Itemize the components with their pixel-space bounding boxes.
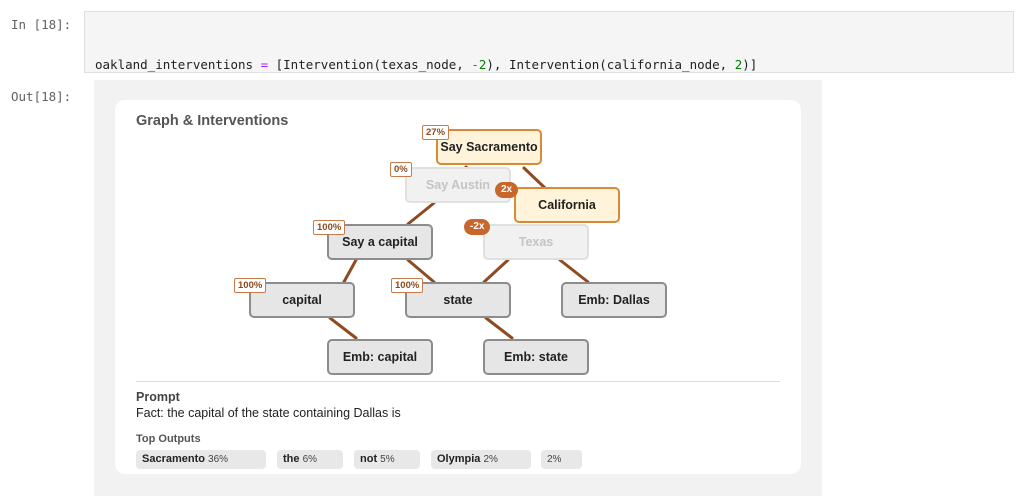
- code-token: )]: [742, 57, 758, 72]
- output-token: Sacramento: [142, 453, 205, 465]
- node-california[interactable]: California: [514, 187, 620, 223]
- output-prob: 2%: [547, 454, 562, 465]
- pct-badge-say-sacramento: 27%: [422, 125, 450, 140]
- node-label: California: [538, 198, 596, 212]
- output-chip[interactable]: Sacramento 36%: [136, 450, 266, 469]
- code-token: 2: [478, 57, 487, 72]
- section-divider: [136, 381, 780, 382]
- node-texas[interactable]: Texas: [483, 224, 589, 260]
- output-prob: 6%: [302, 454, 318, 465]
- output-prob: 5%: [380, 454, 395, 465]
- output-chip[interactable]: 2%: [541, 450, 582, 469]
- output-prob: 36%: [208, 454, 229, 465]
- code-token: oakland_interventions: [95, 57, 261, 72]
- node-emb-capital[interactable]: Emb: capital: [327, 339, 433, 375]
- node-emb-state[interactable]: Emb: state: [483, 339, 589, 375]
- node-label: capital: [282, 293, 322, 307]
- node-label: Emb: capital: [342, 350, 418, 364]
- node-label: Emb: Dallas: [578, 293, 650, 307]
- code-token: ), Intervention(california_node,: [486, 57, 735, 72]
- top-outputs-heading: Top Outputs: [136, 433, 201, 445]
- node-capital[interactable]: capital: [249, 282, 355, 318]
- prompt-text: Fact: the capital of the state containin…: [136, 406, 401, 420]
- output-chip[interactable]: not 5%: [354, 450, 420, 469]
- output-token: not: [360, 453, 378, 465]
- code-line-1: oakland_interventions = [Intervention(te…: [95, 57, 1003, 72]
- pct-badge-say-a-capital: 100%: [313, 220, 346, 235]
- node-emb-dallas[interactable]: Emb: Dallas: [561, 282, 667, 318]
- graph-title: Graph & Interventions: [136, 113, 289, 129]
- code-token: =: [260, 57, 269, 72]
- code-token: -: [471, 57, 479, 72]
- node-label: Say Austin: [425, 178, 491, 192]
- output-prompt-label: Out[18]:: [11, 89, 72, 104]
- output-token: Olympia: [437, 453, 481, 465]
- code-cell[interactable]: oakland_interventions = [Intervention(te…: [84, 11, 1014, 73]
- multiplier-pill-texas: -2x: [464, 219, 491, 235]
- output-chip[interactable]: Olympia 2%: [431, 450, 531, 469]
- node-label: Say Sacramento: [440, 140, 538, 154]
- node-label: state: [443, 293, 473, 307]
- pct-badge-state: 100%: [391, 278, 424, 293]
- pct-badge-capital: 100%: [234, 278, 267, 293]
- pct-badge-say-austin: 0%: [390, 162, 412, 177]
- prompt-heading: Prompt: [136, 390, 180, 404]
- multiplier-pill-california: 2x: [495, 182, 519, 198]
- output-token: the: [283, 453, 300, 465]
- node-label: Emb: state: [504, 350, 568, 364]
- output-chip[interactable]: the 6%: [277, 450, 343, 469]
- input-prompt-label: In [18]:: [11, 17, 72, 32]
- node-label: Texas: [518, 235, 554, 249]
- node-say-sacramento[interactable]: Say Sacramento: [436, 129, 542, 165]
- output-prob: 2%: [483, 454, 498, 465]
- code-token: [Intervention(texas_node,: [268, 57, 472, 72]
- node-say-austin[interactable]: Say Austin: [405, 167, 511, 203]
- code-token: 2: [734, 57, 743, 72]
- node-label: Say a capital: [342, 235, 418, 249]
